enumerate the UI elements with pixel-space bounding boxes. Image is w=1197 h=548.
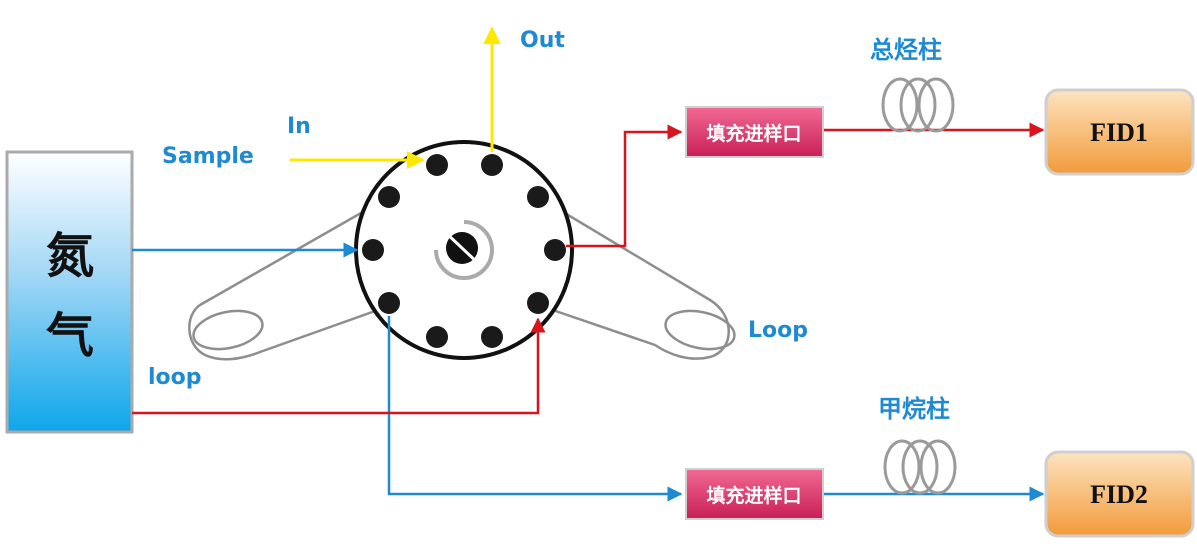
port-9: [362, 239, 384, 261]
rotary-valve: [354, 140, 574, 360]
port-6: [481, 326, 503, 348]
left-loop-tube: [188, 195, 393, 361]
carrier-to-port5-line: [132, 317, 546, 415]
port-3: [527, 186, 549, 208]
gas-label-line2: 气: [46, 308, 94, 364]
sample-loops: [188, 195, 736, 361]
valve-ports: [362, 154, 566, 348]
nitrogen-source: 氮 气: [5, 150, 134, 434]
fid1-detector: FID1: [1044, 88, 1195, 176]
top-injector: 填充进样口: [685, 106, 824, 158]
loop-right-label: Loop: [748, 318, 808, 343]
port-5: [527, 292, 549, 314]
blue-carrier-lines: [132, 242, 1045, 502]
valve-to-bottom-injector-line: [387, 316, 683, 502]
port-10: [378, 186, 400, 208]
top-injector-label: 填充进样口: [706, 122, 801, 145]
bottom-column-coil: [883, 439, 957, 495]
valve-to-top-injector-line: [566, 124, 683, 248]
bottom-injector: 填充进样口: [685, 468, 824, 520]
bottom-column-label: 甲烷柱: [878, 395, 950, 423]
top-column-coil: [881, 77, 955, 133]
sample-label: Sample: [162, 144, 254, 169]
port-7: [426, 326, 448, 348]
left-loop-coil: [192, 309, 264, 351]
right-loop-tube: [537, 195, 730, 360]
loop-left-label: loop: [148, 365, 202, 390]
bottom-injector-label: 填充进样口: [706, 484, 801, 507]
sample-lines: [290, 26, 501, 169]
in-label: In: [287, 114, 311, 139]
fid2-detector: FID2: [1044, 450, 1195, 538]
port-8: [378, 292, 400, 314]
fid2-label: FID2: [1090, 480, 1148, 509]
gas-label-line1: 氮: [46, 228, 94, 284]
port-2: [481, 154, 503, 176]
valve-rotor: [434, 220, 494, 280]
top-column-label: 总烃柱: [870, 36, 942, 64]
out-label: Out: [520, 28, 565, 53]
fid1-label: FID1: [1090, 118, 1148, 147]
port-1: [426, 154, 448, 176]
red-carrier-lines: [132, 122, 1045, 415]
right-loop-coil: [664, 309, 736, 351]
port-4: [544, 239, 566, 261]
